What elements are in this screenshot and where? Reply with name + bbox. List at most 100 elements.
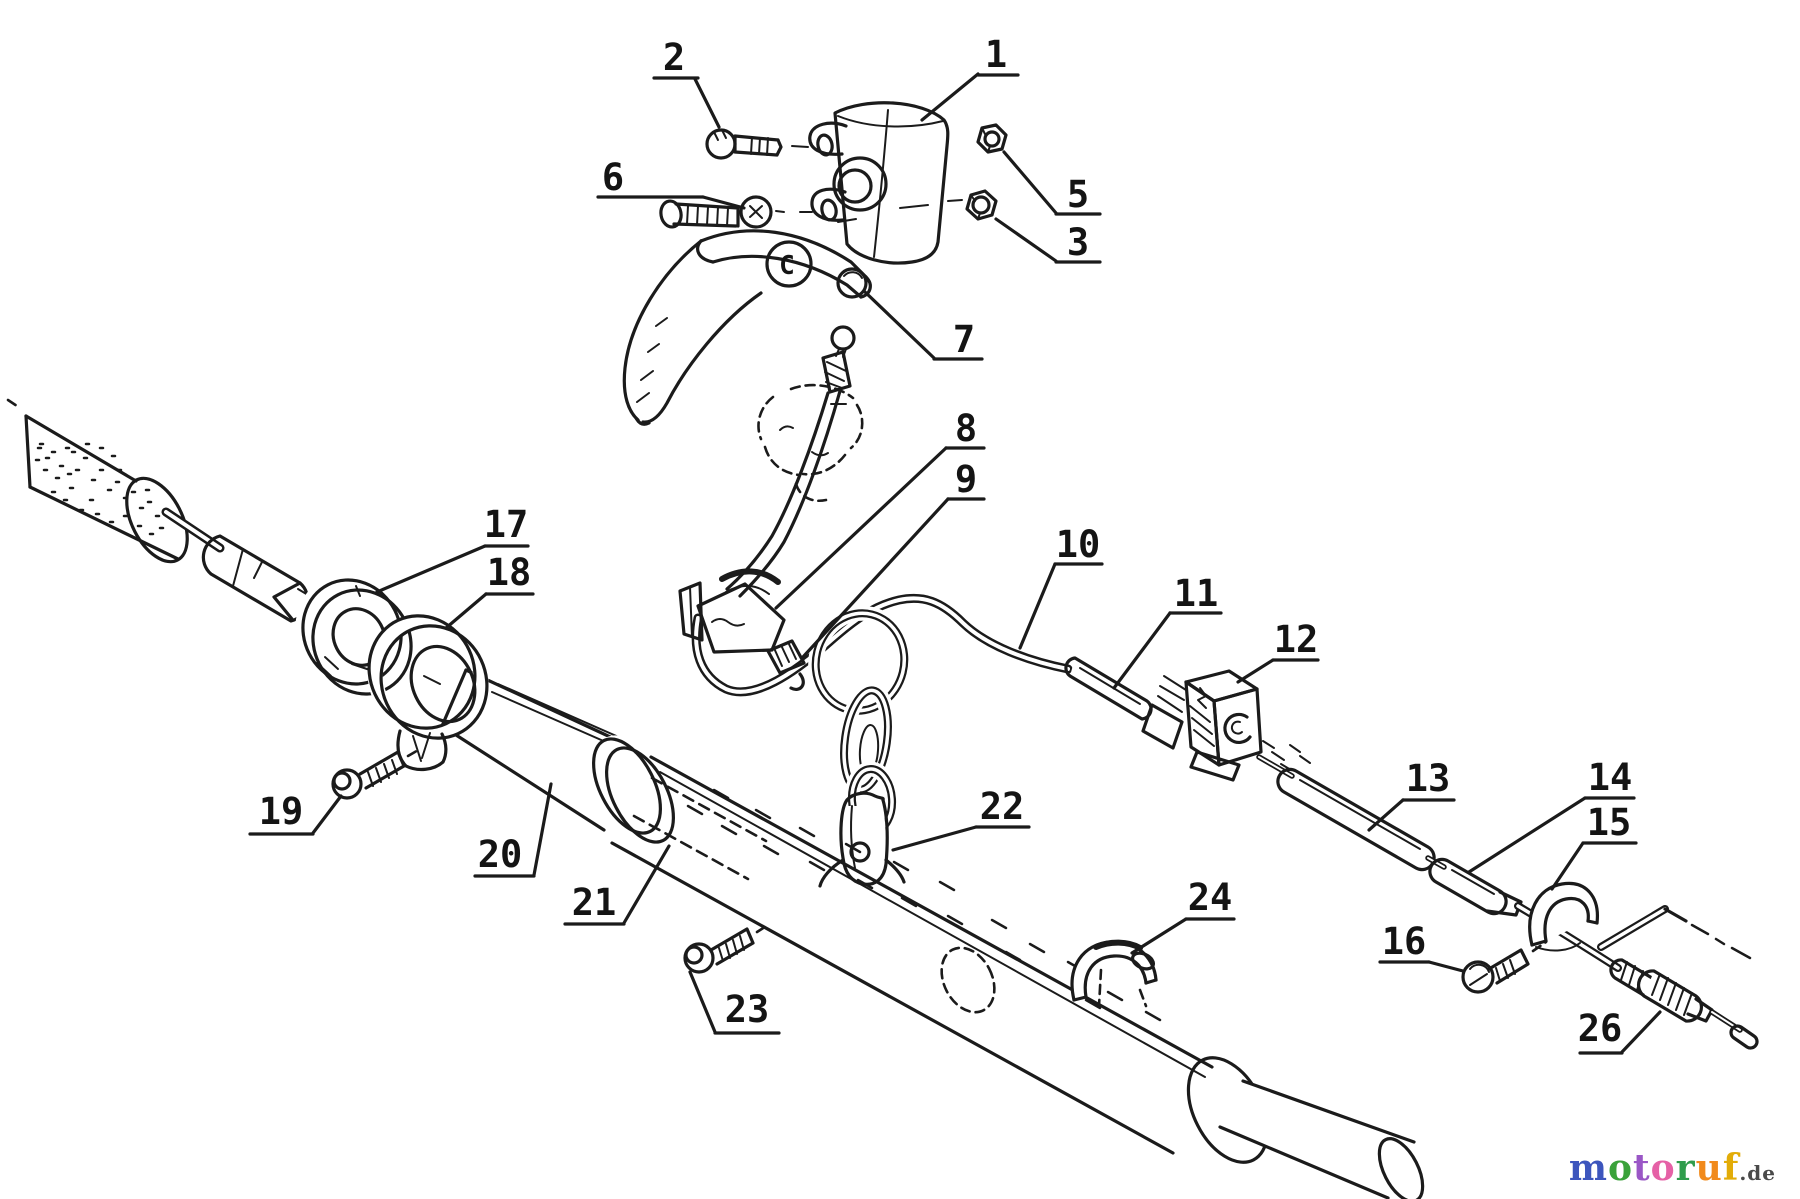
part-15-cable-clamp-shape xyxy=(1528,881,1599,947)
callout-10-leader xyxy=(1018,562,1057,650)
part-inner-wire-end-shape xyxy=(1599,907,1667,949)
part-inner-wire-end-shape xyxy=(1690,923,1752,960)
callout-6-leader xyxy=(701,195,746,210)
part-17-ring xyxy=(295,572,413,696)
part-15-cable-clamp-shape xyxy=(1535,942,1581,952)
callout-20-number: 20 xyxy=(478,833,523,876)
callout-11-leader xyxy=(1112,611,1172,690)
part-19-clamp-screw-shape xyxy=(332,771,352,791)
part-1-handle-housing xyxy=(808,101,963,265)
part-22-hanger-bracket-shape xyxy=(850,805,856,869)
part-1-handle-housing-shape xyxy=(816,133,834,157)
part-6-bolt xyxy=(659,195,813,229)
part-23-tube-screw-shape xyxy=(755,923,770,934)
part-driveshaft-tube-shape xyxy=(28,485,180,561)
part-18-clamp-collar-shape xyxy=(409,644,477,724)
callout-2-leader xyxy=(693,77,721,129)
part-20-upper-tube xyxy=(440,668,636,832)
callout-7-leader xyxy=(862,289,936,360)
callout-20-leader xyxy=(532,782,553,877)
callout-5-number: 5 xyxy=(1067,173,1089,216)
trigger-pivot-hole xyxy=(765,240,813,288)
part-23-tube-screw xyxy=(683,923,770,974)
part-driveshaft-tube-shape xyxy=(6,398,22,410)
part-18-clamp-collar xyxy=(367,613,489,772)
part-16-clamp-screw-shape xyxy=(1487,948,1530,985)
part-20-upper-tube-shape xyxy=(464,668,636,750)
part-21-main-tube-shape xyxy=(610,841,1175,1155)
part-17-ring-shape xyxy=(351,585,371,671)
part-22-hanger-bracket-shape xyxy=(884,858,906,884)
part-driveshaft-tube-shape xyxy=(125,476,189,564)
callout-5-leader xyxy=(1002,150,1058,215)
callout-8: 8 xyxy=(774,407,986,610)
part-inner-shaft-shape xyxy=(164,510,222,550)
callout-17-number: 17 xyxy=(484,503,529,546)
part-17-ring-shape xyxy=(316,656,339,677)
part-15-cable-clamp-shape xyxy=(1529,883,1598,945)
callout-2-number: 2 xyxy=(663,36,685,79)
part-2-bolt-shape xyxy=(705,128,737,160)
callout-18-leader xyxy=(444,592,488,630)
part-inner-tube-end-shape xyxy=(1379,1138,1423,1199)
part-21-main-tube-shape xyxy=(605,746,675,844)
part-12-junction-block-shape xyxy=(1230,720,1243,735)
part-inner-tube-end-shape xyxy=(1218,1125,1390,1199)
part-7-trigger-lever-shape xyxy=(699,229,868,279)
part-driveshaft-tube-shape xyxy=(24,414,32,489)
part-23-tube-screw-shape xyxy=(709,927,755,966)
part-7-trigger-lever-shape xyxy=(636,317,668,403)
part-12-junction-block-shape xyxy=(1157,675,1215,747)
part-1-handle-housing-shape xyxy=(837,115,944,128)
callout-14-number: 14 xyxy=(1588,756,1633,799)
part-7-trigger-lever xyxy=(622,229,872,426)
part-24-half-clamp-shape xyxy=(1072,978,1158,1002)
part-6-bolt-shape xyxy=(686,205,729,227)
callout-10: 10 xyxy=(1018,523,1104,650)
phantom-carburetor-sketch-shape xyxy=(801,453,847,476)
callout-9: 9 xyxy=(801,458,986,659)
phantom-carburetor-sketch-shape xyxy=(789,383,855,400)
callout-1-leader xyxy=(920,72,980,122)
part-5-nut xyxy=(976,123,1008,154)
part-6-bolt-shape xyxy=(775,210,813,213)
part-7-trigger-lever-shape xyxy=(622,239,703,422)
callout-12-number: 12 xyxy=(1274,618,1319,661)
callout-24-number: 24 xyxy=(1188,876,1233,919)
part-18-clamp-collar-shape xyxy=(379,624,489,740)
part-18-clamp-collar-shape xyxy=(367,614,477,730)
part-6-bolt-shape xyxy=(739,195,773,229)
callout-20: 20 xyxy=(473,782,553,878)
part-inner-tube-end xyxy=(1218,1079,1425,1199)
part-14-cable-housing-shape xyxy=(1516,904,1620,970)
part-throttle-rod-shape xyxy=(830,325,856,351)
part-1-handle-housing-shape xyxy=(837,199,963,223)
part-2-bolt-shape xyxy=(791,145,809,148)
part-24-half-clamp xyxy=(1070,939,1158,1008)
part-15-cable-clamp-shape xyxy=(1530,919,1599,947)
part-6-bolt-shape xyxy=(659,199,683,229)
phantom-carburetor-sketch-shape xyxy=(849,403,864,450)
part-12-junction-block-shape xyxy=(1262,740,1311,771)
part-11-cable-sleeve xyxy=(1064,656,1153,721)
callout-17: 17 xyxy=(375,503,530,594)
phantom-carburetor-sketch-shape xyxy=(763,445,801,477)
part-8-cable-clamp-shape xyxy=(725,584,770,595)
callout-5: 5 xyxy=(1002,150,1102,216)
callout-2: 2 xyxy=(652,36,721,129)
part-shaft-coupling-shape xyxy=(253,561,263,579)
part-12-junction-block-shape xyxy=(1141,703,1184,750)
part-driveshaft-tube xyxy=(6,398,189,564)
part-3-nut-shape xyxy=(971,195,991,215)
part-1-handle-housing-shape xyxy=(873,109,889,258)
callout-15: 15 xyxy=(1550,801,1638,891)
part-8-cable-clamp-shape xyxy=(689,586,693,638)
part-15-cable-clamp-shape xyxy=(1543,896,1590,943)
part-throttle-rod xyxy=(725,325,856,598)
part-18-clamp-collar-shape xyxy=(367,613,489,741)
part-19-clamp-screw-shape xyxy=(367,759,398,787)
callout-26: 26 xyxy=(1578,1007,1662,1055)
part-26-cable-end-adjuster-shape xyxy=(1686,997,1714,1023)
